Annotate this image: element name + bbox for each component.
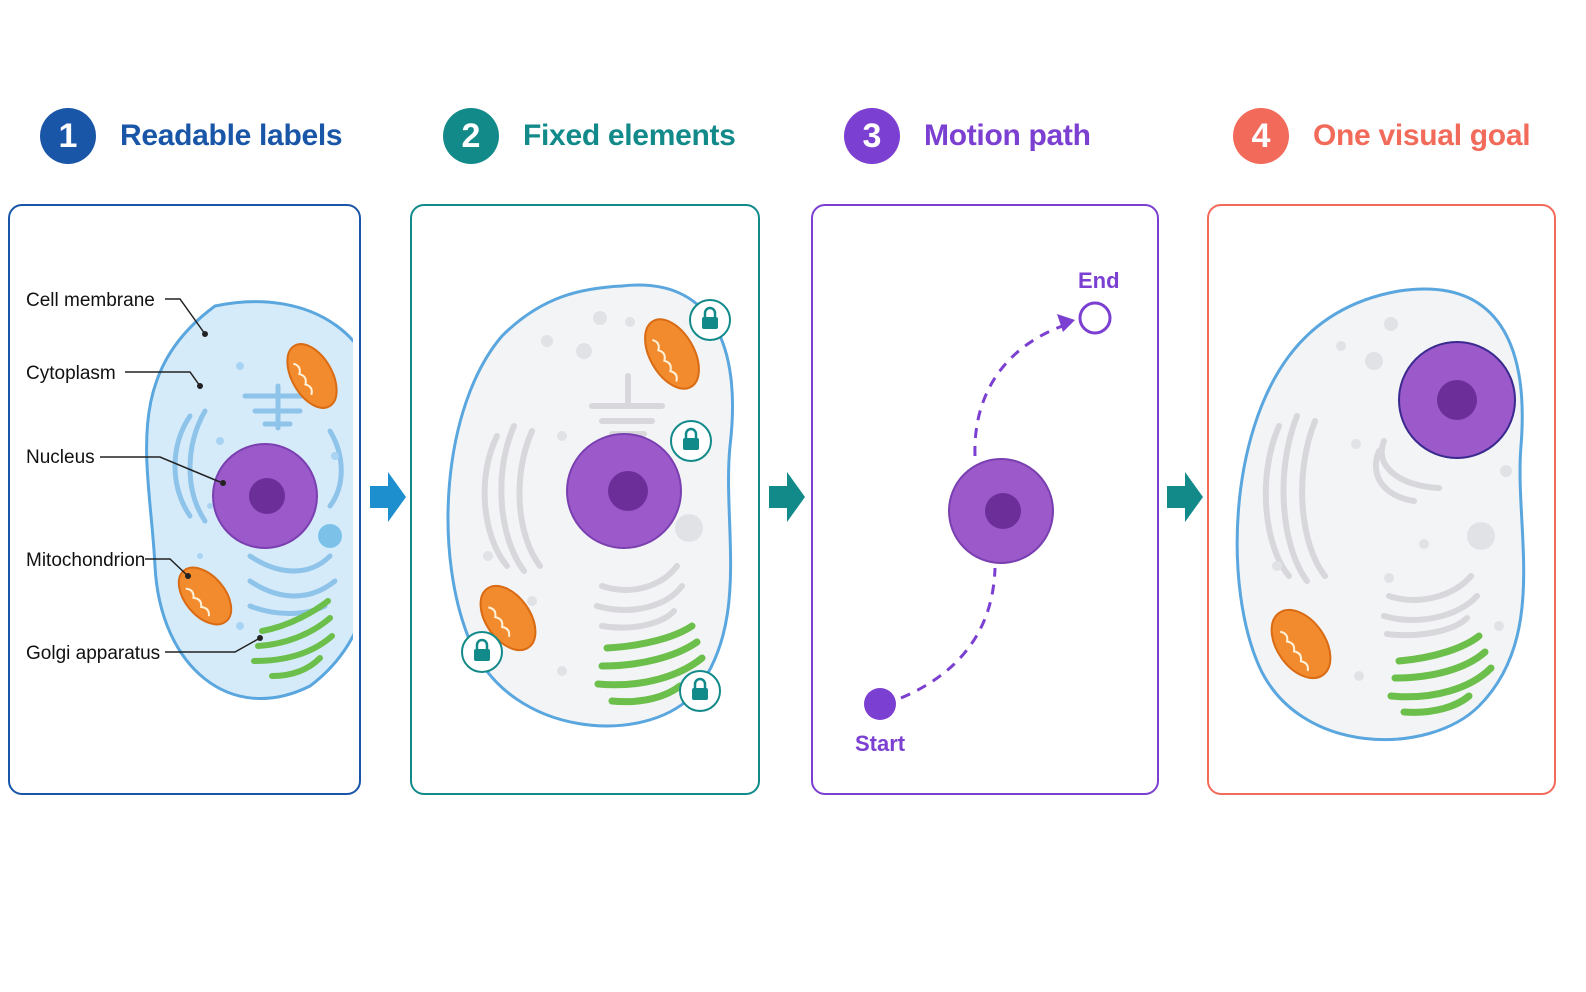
- start-point: [864, 688, 896, 720]
- step-4-header: 4 One visual goal: [1233, 105, 1531, 167]
- label-golgi: Golgi apparatus: [26, 643, 160, 664]
- label-cytoplasm: Cytoplasm: [26, 363, 116, 384]
- arrow-right-icon: [1167, 472, 1203, 522]
- grey-dots: [483, 311, 703, 676]
- lock-icon: [689, 299, 731, 341]
- step-1-title: Readable labels: [120, 119, 343, 152]
- motion-path-lower: [900, 567, 997, 700]
- nucleolus-shape: [1437, 380, 1477, 420]
- step-2-header: 2 Fixed elements: [443, 105, 736, 167]
- mitochondrion-shape-bottom: [177, 566, 233, 626]
- lock-icon: [670, 420, 712, 462]
- step-3-title: Motion path: [924, 119, 1091, 152]
- label-nucleus: Nucleus: [26, 447, 95, 468]
- label-mitochondrion: Mitochondrion: [26, 550, 145, 571]
- lock-icon: [679, 670, 721, 712]
- motion-path-diagram: End Start: [855, 268, 1120, 756]
- mitochondrion-shape-top: [286, 343, 338, 409]
- step-4-badge: 4: [1233, 108, 1289, 164]
- nucleolus-shape: [985, 493, 1021, 529]
- step-2-title: Fixed elements: [523, 119, 736, 152]
- golgi-shape: [594, 622, 706, 706]
- label-dots: [185, 331, 263, 641]
- panel-readable-labels: Cell membrane Cytoplasm Nucleus Mitochon…: [8, 204, 361, 795]
- final-cell-diagram: [1235, 287, 1526, 742]
- lock-icon: [461, 631, 503, 673]
- motion-path-upper: [973, 322, 1069, 457]
- cytoplasm-dots: [197, 362, 342, 630]
- panel-motion-path: End Start: [811, 204, 1159, 795]
- golgi-shape: [1387, 632, 1495, 716]
- golgi-shape: [251, 598, 335, 679]
- labeled-cell-diagram: Cell membrane Cytoplasm Nucleus Mitochon…: [26, 290, 353, 700]
- step-1-badge: 1: [40, 108, 96, 164]
- mitochondrion-shape: [1270, 608, 1332, 680]
- step-4-title: One visual goal: [1313, 119, 1531, 152]
- step-3-header: 3 Motion path: [844, 105, 1091, 167]
- label-cell-membrane: Cell membrane: [26, 290, 155, 311]
- nucleolus-shape: [608, 471, 648, 511]
- step-1-header: 1 Readable labels: [40, 105, 343, 167]
- panel-one-visual-goal: [1207, 204, 1556, 795]
- label-leaders: [100, 298, 261, 653]
- end-point: [1078, 301, 1112, 335]
- step-3-badge: 3: [844, 108, 900, 164]
- fixed-cell-diagram: [446, 283, 734, 728]
- arrow-right-icon: [370, 472, 406, 522]
- grey-dots: [1272, 317, 1512, 681]
- mitochondrion-shape-top: [644, 318, 700, 390]
- start-label: Start: [855, 731, 906, 756]
- step-2-badge: 2: [443, 108, 499, 164]
- arrow-right-icon: [769, 472, 805, 522]
- mitochondrion-shape-bottom: [479, 584, 537, 652]
- end-label: End: [1078, 268, 1120, 293]
- panel-fixed-elements: [410, 204, 760, 795]
- arrowhead-icon: [1057, 314, 1075, 332]
- nucleolus-shape: [249, 478, 285, 514]
- er-arcs: [172, 383, 344, 616]
